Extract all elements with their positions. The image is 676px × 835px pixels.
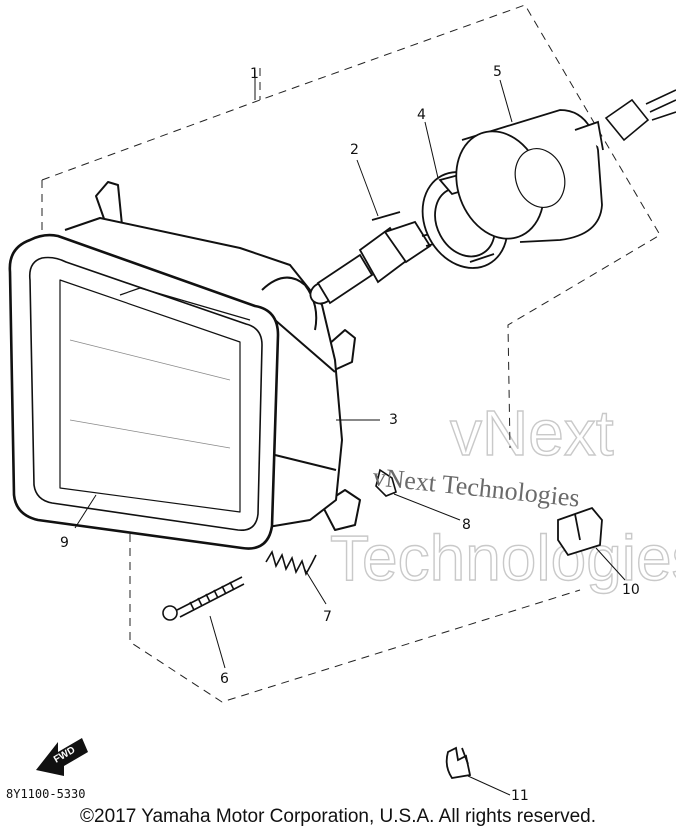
bulb (309, 211, 443, 305)
drawing-code: 8Y1100-5330 (6, 787, 85, 800)
callout-2: 2 (350, 142, 359, 158)
callout-9: 9 (60, 535, 69, 551)
callout-11: 11 (511, 788, 529, 800)
leader-lines (74, 70, 626, 796)
callout-10: 10 (622, 582, 640, 598)
callout-5: 5 (493, 64, 502, 80)
callout-6: 6 (220, 671, 229, 687)
watermark-line1: vNext (450, 397, 614, 469)
clip-11 (445, 746, 472, 779)
forward-arrow-icon: FWD (36, 738, 88, 776)
callout-3: 3 (389, 412, 398, 428)
callout-numbers: 1 2 3 4 5 6 7 8 9 10 11 (60, 64, 640, 800)
spring (265, 550, 317, 577)
adjusting-screw (162, 576, 245, 621)
assembly-boundary (41, 4, 661, 703)
clip-10 (557, 506, 603, 557)
watermark-overlay: vNext Technologies (371, 462, 581, 513)
rubber-cover (455, 109, 604, 243)
callout-8: 8 (462, 517, 471, 533)
headlight-exploded-diagram: vNext Technologies (6, 4, 676, 800)
callout-7: 7 (323, 609, 332, 625)
callout-1: 1 (250, 66, 259, 82)
watermark-outline: vNext Technologies (329, 396, 676, 594)
headlight-unit (8, 181, 361, 550)
nut (375, 468, 397, 497)
copyright-notice: ©2017 Yamaha Motor Corporation, U.S.A. A… (80, 806, 596, 827)
watermark-line2: Technologies (330, 522, 676, 594)
wire-connector (604, 89, 676, 142)
callout-4: 4 (417, 107, 426, 123)
